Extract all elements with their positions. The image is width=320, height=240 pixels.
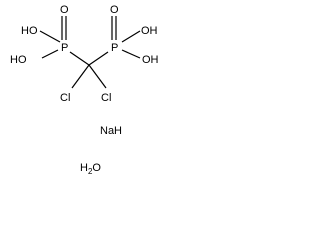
atom-label-right-p: P: [111, 42, 118, 54]
atom-label-left-cl: Cl: [60, 92, 70, 104]
chemical-structure: HO O P HO O P OH OH Cl Cl NaH H2O: [10, 4, 159, 176]
atom-label-left-p: P: [61, 42, 68, 54]
water-h: H: [80, 162, 88, 174]
bond-central-c-to-left-cl: [71, 64, 90, 89]
bond-central-c-to-right-cl: [88, 64, 107, 89]
bond-left-p-to-central-c: [69, 51, 90, 66]
atom-label-right-cl: Cl: [101, 92, 111, 104]
bond-right-p-to-oh-mid: [121, 49, 141, 59]
water-formula: H2O: [80, 162, 101, 176]
atom-label-right-o-top: O: [110, 4, 119, 16]
atom-label-right-oh-top: OH: [141, 25, 158, 37]
bond-right-p-to-oh-top: [121, 30, 141, 43]
counterion-label: NaH: [100, 125, 122, 137]
water-subscript: 2: [88, 167, 93, 176]
atom-label-left-ho-top: HO: [21, 25, 38, 37]
atom-label-left-ho-mid: HO: [10, 54, 27, 66]
atom-label-left-o-top: O: [60, 4, 69, 16]
bond-central-c-to-right-p: [88, 51, 109, 66]
bond-left-p-to-oh-mid: [41, 49, 59, 59]
bond-left-p-to-oh-top: [39, 30, 61, 43]
water-o: O: [92, 162, 101, 174]
atom-label-right-oh-mid: OH: [142, 54, 159, 66]
